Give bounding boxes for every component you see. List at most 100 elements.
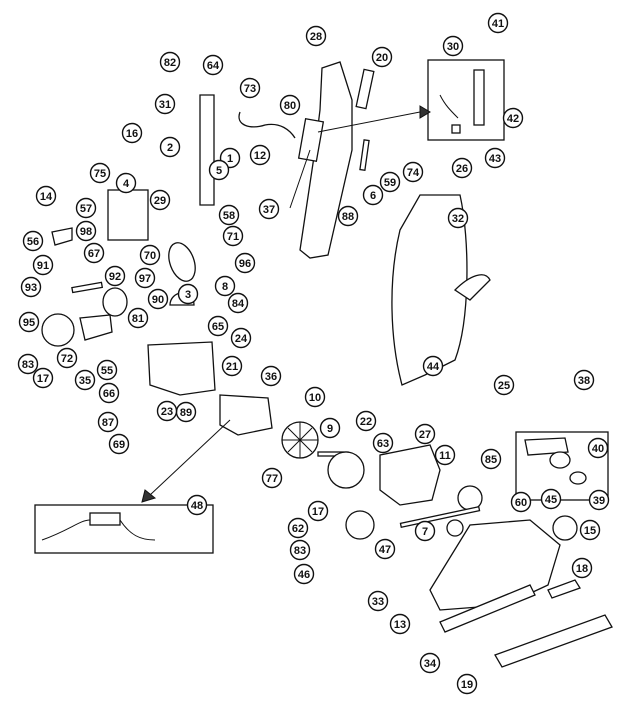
wheel-15 [552,515,578,541]
callout-number: 14 [40,191,53,203]
callout-28: 28 [305,25,327,47]
callout-number: 28 [310,31,322,43]
callout-31: 31 [154,93,176,115]
callout-number: 26 [456,163,468,175]
callout-47: 47 [374,538,396,560]
callout-number: 83 [294,545,306,557]
callout-circle [389,613,411,635]
callout-number: 67 [88,248,100,260]
callout-number: 73 [244,83,256,95]
callout-3: 3 [177,283,199,305]
callout-16: 16 [121,122,143,144]
callout-number: 22 [360,416,372,428]
rod-6 [359,139,370,172]
callout-73: 73 [239,77,261,99]
callout-circle [121,122,143,144]
callout-circle [159,51,181,73]
callout-circle [214,275,236,297]
callout-circle [97,411,119,433]
callout-number: 43 [489,153,501,165]
inset-arrowhead [419,105,431,119]
callout-circle [419,652,441,674]
callout-circle [98,382,120,404]
callout-89: 89 [175,401,197,423]
bag-neck [453,274,491,301]
callout-circle [571,557,593,579]
callout-24: 24 [230,327,252,349]
callout-circle [89,162,111,184]
callout-62: 62 [287,517,309,539]
rear-axle-11 [399,505,481,529]
wheel-carriage-35 [79,314,113,341]
fan-housing [379,444,441,506]
callout-33: 33 [367,590,389,612]
switch-plate [297,117,325,163]
callout-number: 9 [327,423,333,435]
callout-number: 90 [152,294,164,306]
callout-circle [208,159,230,181]
callout-circle [207,315,229,337]
callout-64: 64 [202,54,224,76]
callout-circle [319,417,341,439]
callout-18: 18 [571,557,593,579]
callout-circle [447,207,469,229]
callout-17: 17 [32,367,54,389]
callout-67: 67 [83,242,105,264]
callout-circle [588,489,610,511]
callout-65: 65 [207,315,229,337]
ring-22 [327,451,365,489]
fan-cover-8 [168,242,196,282]
callout-number: 18 [576,563,588,575]
callout-66: 66 [98,382,120,404]
bulb-39 [569,471,587,485]
callout-number: 15 [584,525,596,537]
callout-43: 43 [484,147,506,169]
callout-30: 30 [442,35,464,57]
callout-circle [279,94,301,116]
callout-circle [74,369,96,391]
callout-60: 60 [510,491,532,513]
callout-circle [35,185,57,207]
inset-48-arrowhead [141,489,157,503]
callout-number: 44 [427,361,440,373]
callout-40: 40 [587,437,609,459]
bracket-inset-box [107,189,149,241]
callout-circle [362,184,384,206]
callout-6: 6 [362,184,384,206]
callout-circle [32,254,54,276]
cord-inset-box [34,504,214,554]
callout-circle [451,157,473,179]
callout-circle [56,347,78,369]
callout-77: 77 [261,467,283,489]
callout-number: 85 [485,454,497,466]
callout-83: 83 [289,539,311,561]
callout-circle [402,161,424,183]
callout-circle [372,432,394,454]
callout-number: 45 [545,494,557,506]
callout-number: 98 [80,226,92,238]
callout-number: 89 [180,407,192,419]
wheel-17-left [41,313,75,347]
callout-17: 17 [307,500,329,522]
switch-cover [473,69,485,126]
brushroll-34 [439,584,536,633]
callout-number: 37 [263,204,275,216]
callout-number: 59 [384,177,396,189]
callout-number: 88 [342,211,354,223]
callout-13: 13 [389,613,411,635]
callout-circle [480,448,502,470]
callout-circle [374,538,396,560]
callout-number: 42 [507,113,519,125]
hose-1 [238,111,296,139]
callout-number: 38 [578,375,590,387]
callout-number: 48 [191,500,203,512]
callout-circle [147,288,169,310]
light-inset-box [515,431,609,501]
motor-housing [147,341,216,396]
callout-number: 25 [498,380,510,392]
callout-number: 35 [79,375,91,387]
callout-29: 29 [149,189,171,211]
callout-number: 96 [239,258,251,270]
callout-circle [154,93,176,115]
callout-number: 32 [452,213,464,225]
